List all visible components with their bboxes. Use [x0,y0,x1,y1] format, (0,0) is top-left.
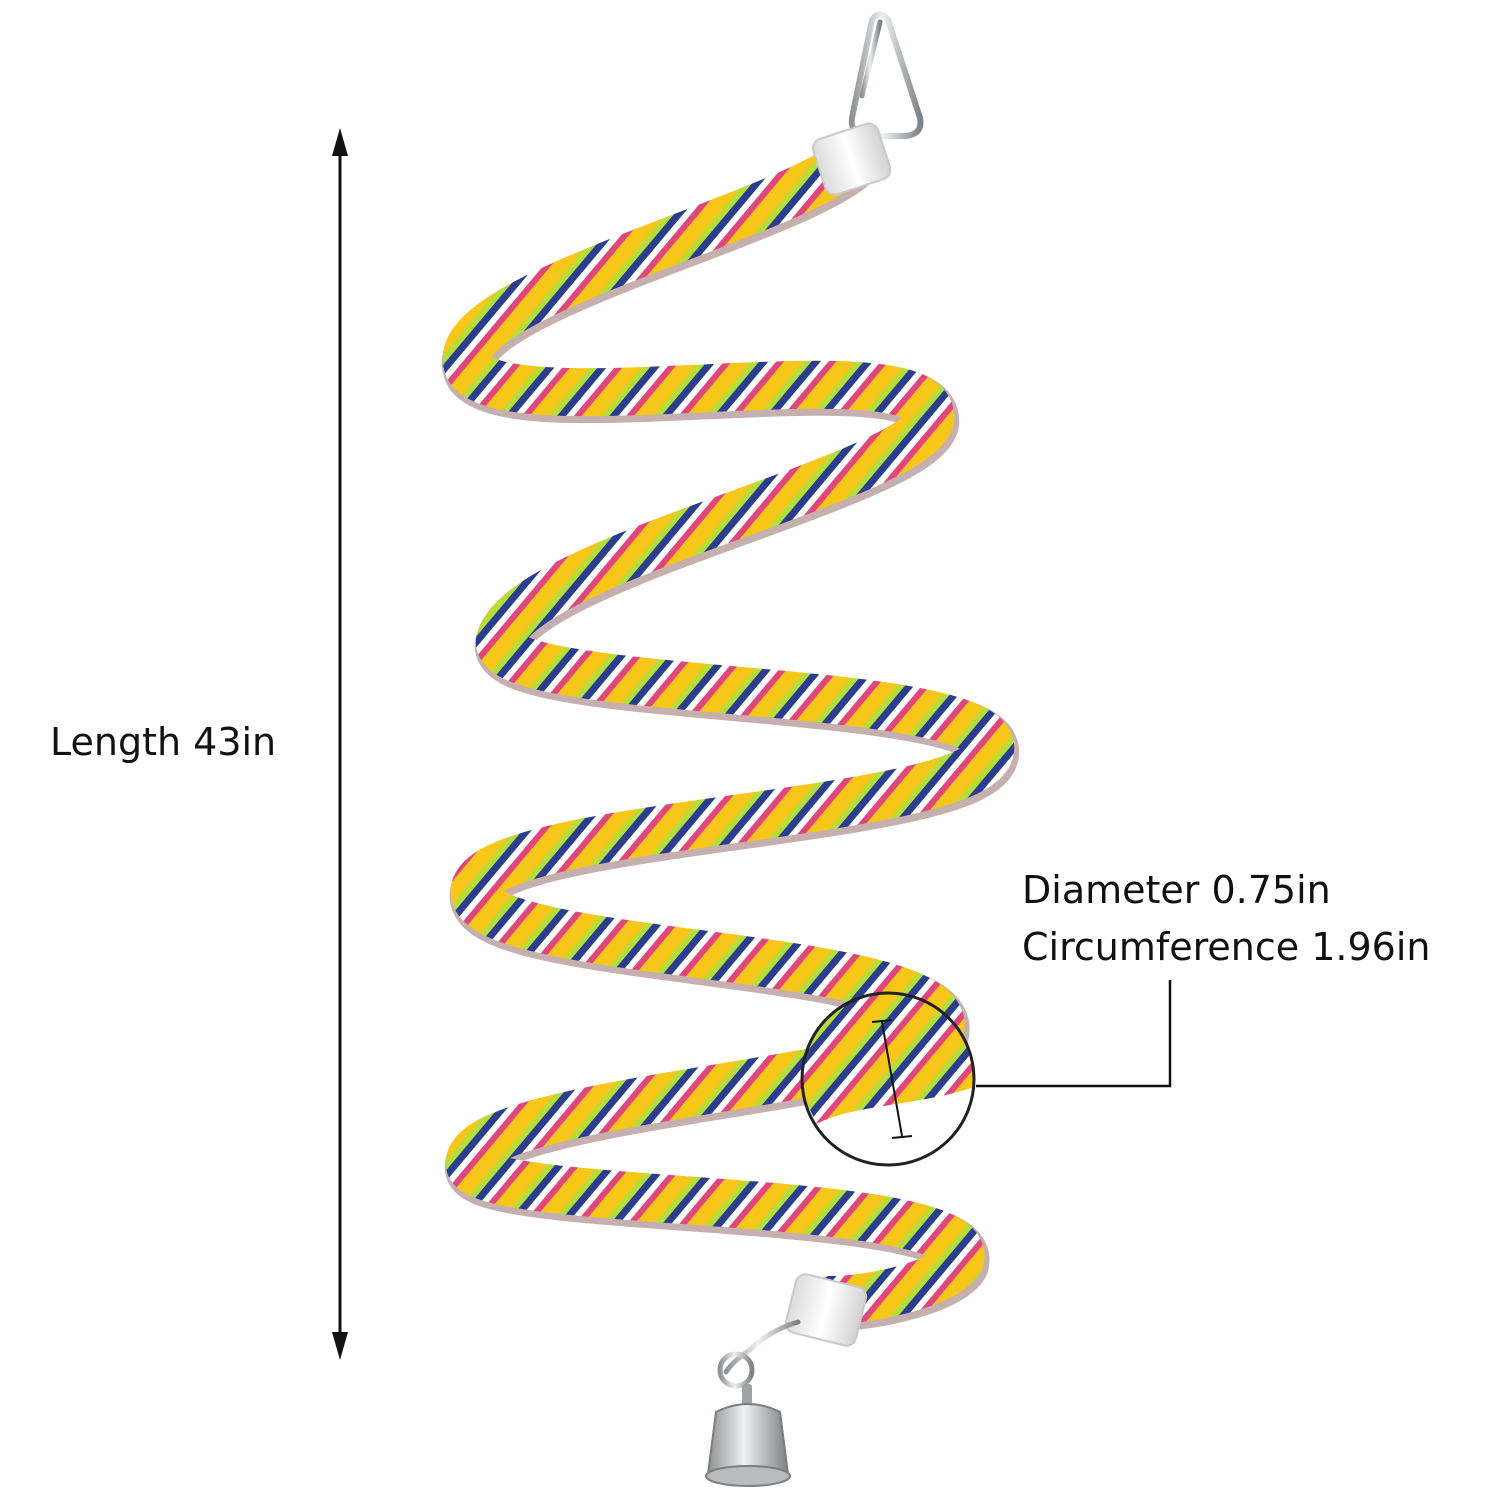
diameter-label: Diameter 0.75in [1022,868,1331,912]
length-label: Length 43in [50,720,277,764]
circumference-label: Circumference 1.96in [1022,925,1431,969]
magnifier-circle-icon [800,991,976,1167]
callout-leader-line [976,980,1172,1088]
carabiner-icon [848,11,924,139]
bell-icon [705,1319,801,1487]
dimension-arrow-icon [332,128,348,1360]
top-end-cap [811,122,892,196]
bottom-end-cap [784,1273,868,1347]
rope-coil [442,136,1019,1331]
